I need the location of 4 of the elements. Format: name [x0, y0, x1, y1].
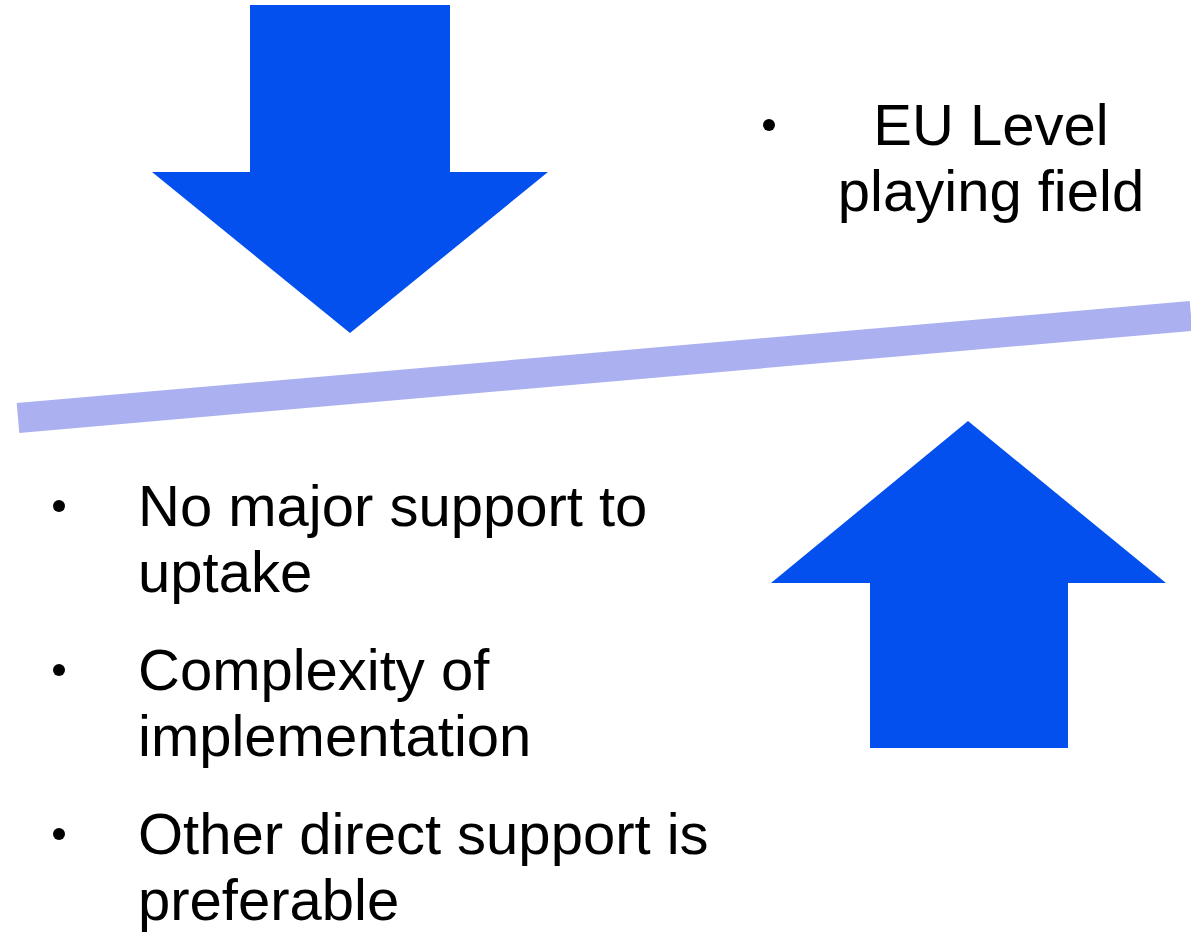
bullet-text: EU Level playing field — [836, 92, 1146, 224]
bullet-text: Complexity of implementation — [138, 637, 533, 769]
bullet-text: No major support to uptake — [138, 473, 649, 605]
bullet-text: Other direct support is preferable — [138, 801, 710, 933]
